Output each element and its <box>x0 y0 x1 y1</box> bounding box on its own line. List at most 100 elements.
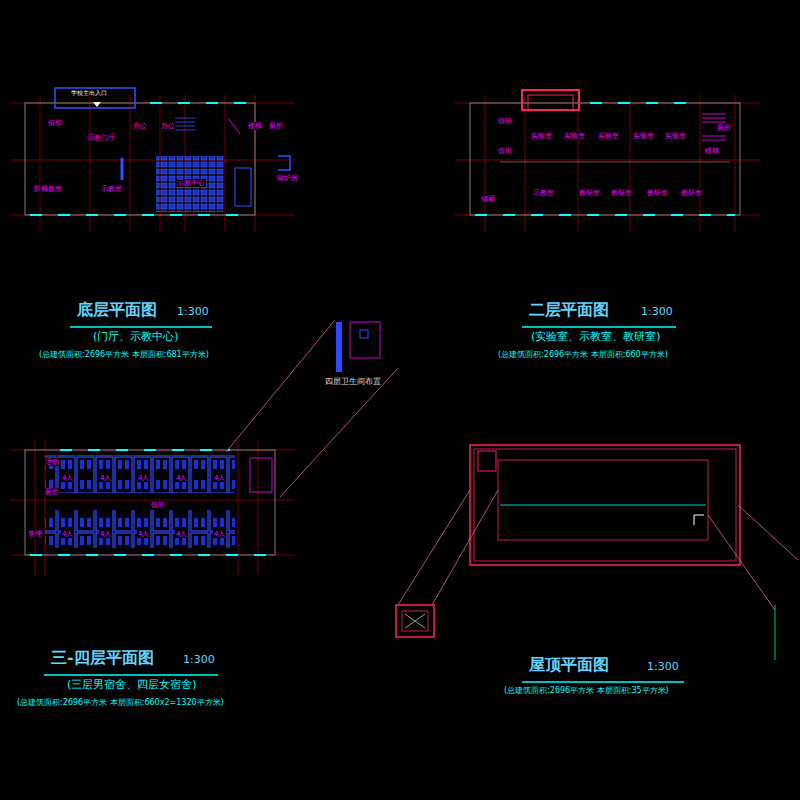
grid-line <box>40 95 41 232</box>
room-label: 阶梯教室 <box>33 185 63 193</box>
stair-symbol <box>175 118 240 134</box>
plan-subtitle: (实验室、示教室、教研室) <box>530 331 662 344</box>
window <box>475 214 735 216</box>
grid-lines <box>455 95 760 232</box>
room-label: 4人 <box>61 530 74 538</box>
room-label: 4人 <box>213 474 226 482</box>
roof-edge <box>498 460 708 540</box>
stair-tread <box>175 130 195 131</box>
room-label: 值班 <box>150 501 166 509</box>
outer-wall <box>470 103 740 215</box>
dormitory-rooms <box>45 455 235 493</box>
room-label: 教研室 <box>646 189 669 197</box>
room-label: 4人 <box>99 474 112 482</box>
section-line <box>775 605 776 660</box>
ridge-line <box>500 505 706 506</box>
room-label: 实验室 <box>597 132 620 140</box>
grid-line <box>525 95 526 232</box>
room-label: 示教中心 <box>176 179 206 187</box>
window <box>60 449 230 451</box>
lecture-seating <box>156 156 224 212</box>
room-label: 教研室 <box>610 189 633 197</box>
room-label: 值班 <box>497 147 513 155</box>
room-label: 4人 <box>61 474 74 482</box>
detail-leader <box>280 368 398 497</box>
stair-tread <box>702 114 726 115</box>
room-label: 示教室 <box>100 185 123 193</box>
scale: 1:300 <box>176 306 210 319</box>
grid-lines <box>10 440 295 575</box>
room-label: 锅炉房 <box>276 174 299 182</box>
stair-tread <box>702 118 726 119</box>
plan-title: 二层平面图 <box>528 301 610 319</box>
stair-roof-detail <box>396 605 434 637</box>
stair-tread <box>702 122 726 123</box>
room-label: 储藏 <box>480 195 496 203</box>
plan-subtitle: (三层男宿舍、四层女宿舍) <box>66 679 198 692</box>
area-note: (总建筑面积:2696平方米 本层面积:681平方米) <box>38 350 210 359</box>
room-label: 管理 <box>27 530 43 538</box>
stair-roof <box>478 451 496 471</box>
grid-line <box>90 95 91 232</box>
room-label: 实验室 <box>632 132 655 140</box>
outer-wall <box>25 103 255 215</box>
grid-line <box>10 160 295 161</box>
stair-roof-detail <box>402 611 428 631</box>
room-label: 4人 <box>137 530 150 538</box>
room-label: 4人 <box>175 530 188 538</box>
area-note: (总建筑面积:2696平方米 本层面积:660x2=1320平方米) <box>16 698 225 707</box>
grid-line <box>225 95 226 232</box>
detail-leader <box>738 505 798 560</box>
grid-line <box>485 95 486 232</box>
outer-wall <box>25 450 275 555</box>
room-label: 厕所 <box>716 124 732 132</box>
detail-leader <box>398 490 470 605</box>
stage <box>121 158 124 180</box>
room-label: 实验室 <box>530 132 553 140</box>
room-label: 实验室 <box>664 132 687 140</box>
toilet-partition <box>228 118 240 134</box>
room-label: 办公 <box>160 122 176 130</box>
entrance-canopy <box>55 88 135 108</box>
window <box>30 554 270 556</box>
stair <box>235 168 251 206</box>
parapet <box>474 449 736 561</box>
room-label: 4人 <box>213 530 226 538</box>
area-note: (总建筑面积:2696平方米 本层面积:660平方米) <box>497 350 669 359</box>
room-label: 活动 <box>44 458 60 466</box>
grid-line <box>130 95 131 232</box>
room-label: 值班 <box>47 119 63 127</box>
plan-title: 底层平面图 <box>76 301 158 319</box>
room-label: 示教室 <box>532 189 555 197</box>
toilet-wall <box>336 322 342 372</box>
area-note: (总建筑面积:2696平方米 本层面积:35平方米) <box>503 686 670 695</box>
entrance-arrow <box>93 102 101 107</box>
stair-tread <box>175 118 195 119</box>
parapet <box>470 445 740 565</box>
room-label: 实验室 <box>563 132 586 140</box>
grid-lines <box>10 95 295 232</box>
entrance-frame <box>522 90 579 110</box>
title-underline <box>70 326 212 328</box>
toilet-layout <box>350 322 380 358</box>
room-label: 办公 <box>132 122 148 130</box>
room-label: 楼梯 <box>247 122 263 130</box>
plan-title: 三-四层平面图 <box>50 649 155 667</box>
scale: 1:300 <box>640 306 674 319</box>
title-underline <box>522 326 676 328</box>
dormitory-rooms <box>45 510 235 548</box>
grid-line <box>735 95 736 232</box>
entrance-frame <box>528 95 573 110</box>
room-label: 学校主出入口 <box>70 90 108 97</box>
room-label: 4人 <box>175 474 188 482</box>
room-label: 4人 <box>137 474 150 482</box>
roof-slope <box>405 614 425 628</box>
scale: 1:300 <box>182 654 216 667</box>
grid-line <box>578 95 579 232</box>
grid-line <box>700 95 701 232</box>
room-label: 教研室 <box>680 189 703 197</box>
detail-leader <box>226 320 335 452</box>
plan-title: 屋顶平面图 <box>528 656 610 674</box>
title-underline <box>522 681 684 683</box>
